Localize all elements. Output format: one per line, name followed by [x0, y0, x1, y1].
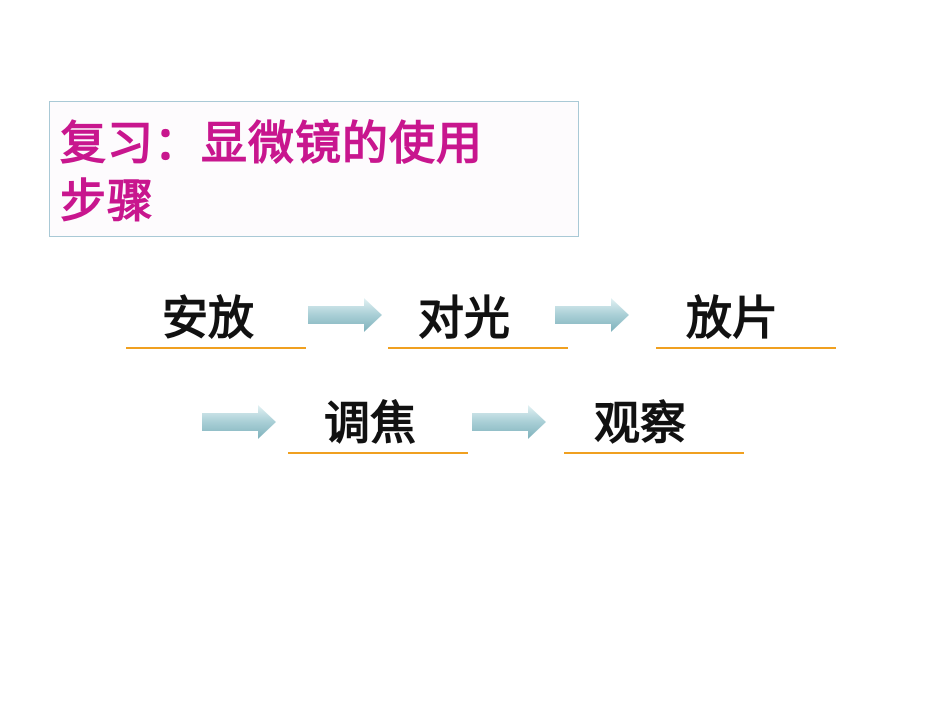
right-arrow-icon [202, 405, 276, 439]
title-line-1: 复习：显微镜的使用 [60, 116, 483, 170]
step-label: 安放 [162, 291, 254, 345]
right-arrow-icon [472, 405, 546, 439]
step-duiguang: 对光 [388, 290, 568, 350]
right-arrow-icon [308, 298, 382, 332]
right-arrow-icon [555, 298, 629, 332]
step-label: 对光 [418, 291, 510, 345]
step-guancha: 观察 [564, 395, 744, 455]
answer-underline [288, 452, 468, 454]
step-label: 放片 [686, 291, 778, 345]
answer-underline [656, 347, 836, 349]
title-box: 复习：显微镜的使用 步骤 [49, 101, 579, 237]
page-title: 复习：显微镜的使用 步骤 [60, 114, 560, 230]
step-anfang: 安放 [126, 290, 306, 350]
step-label: 观察 [594, 396, 686, 450]
step-label: 调焦 [324, 396, 416, 450]
answer-underline [564, 452, 744, 454]
title-line-2: 步骤 [60, 174, 154, 228]
answer-underline [388, 347, 568, 349]
step-fangpian: 放片 [656, 290, 836, 350]
step-tiaojiao: 调焦 [288, 395, 468, 455]
answer-underline [126, 347, 306, 349]
